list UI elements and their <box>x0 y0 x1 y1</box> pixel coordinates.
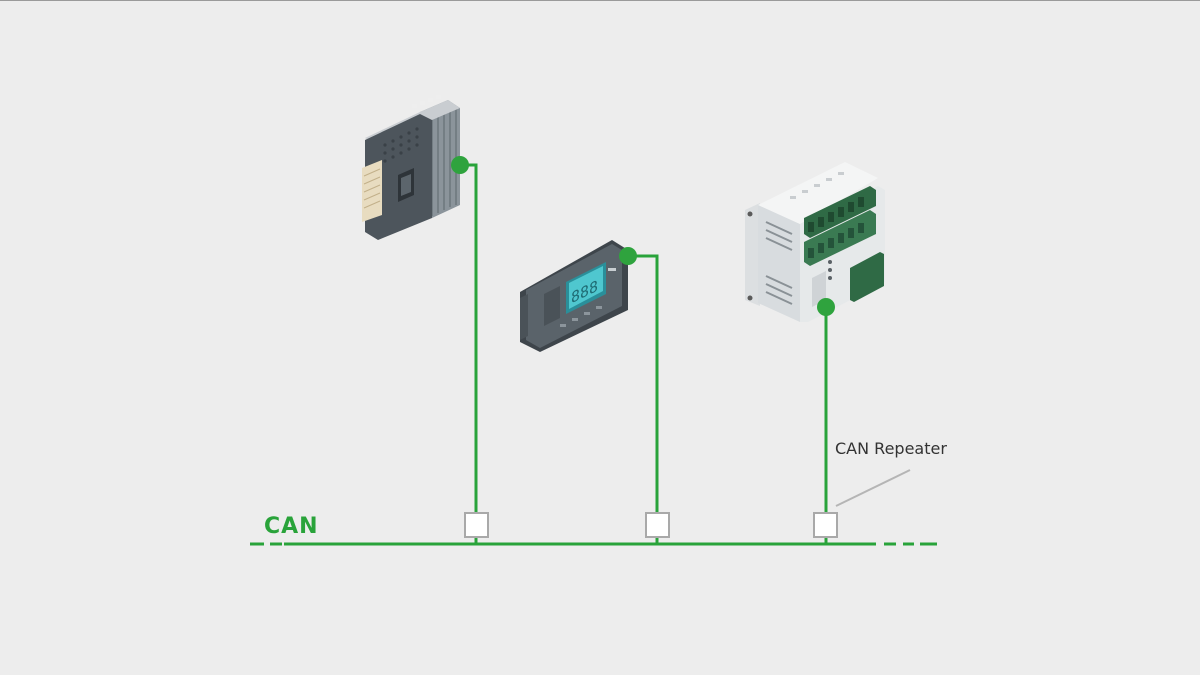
repeater-label: CAN Repeater <box>835 439 947 458</box>
repeater-callout-line <box>835 469 911 507</box>
top-border <box>0 0 1200 1</box>
drop-wire-2 <box>628 254 659 523</box>
node-dot-3 <box>817 298 835 316</box>
drop-wire-1 <box>460 163 478 523</box>
bus-connector-3 <box>813 512 838 538</box>
controller-terminal-block-icon <box>745 162 885 322</box>
bus-label: CAN <box>264 514 319 539</box>
bus-connector-2 <box>645 512 670 538</box>
node-dot-2 <box>619 247 637 265</box>
bus-connector-1 <box>464 512 489 538</box>
digital-display-panel-icon: 888 <box>520 240 628 352</box>
node-dot-1 <box>451 156 469 174</box>
plc-io-module-icon <box>362 95 460 240</box>
